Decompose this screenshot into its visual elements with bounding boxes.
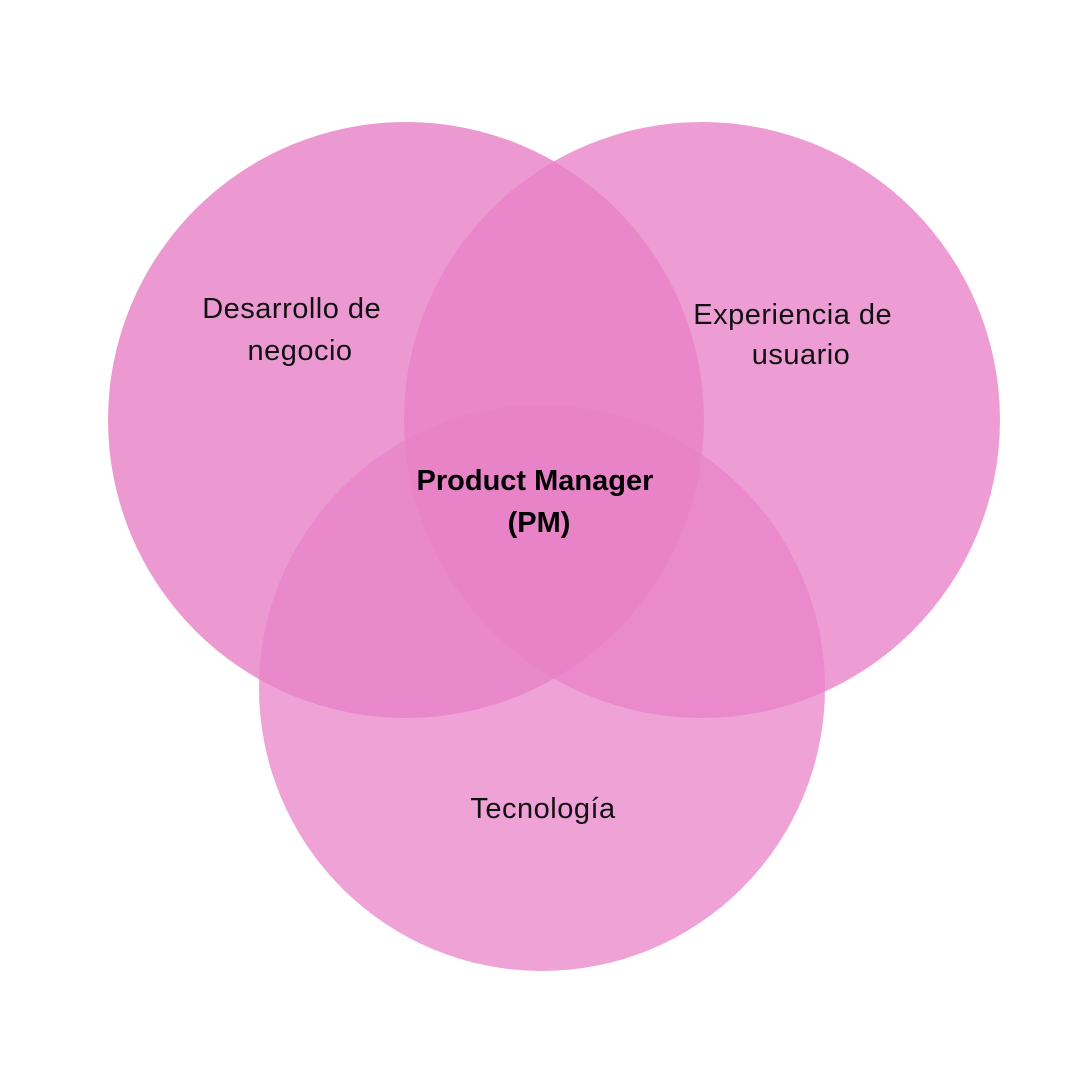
label-ux: Experiencia de usuario	[693, 299, 900, 371]
label-business: Desarrollo de negocio	[202, 293, 390, 367]
label-tech: Tecnología	[470, 793, 616, 825]
label-business-line-2: negocio	[247, 335, 352, 367]
label-business-line-1: Desarrollo de	[202, 293, 381, 325]
label-center-line-1: Product Manager	[417, 465, 654, 497]
label-tech-line-1: Tecnología	[470, 793, 616, 825]
label-ux-line-2: usuario	[752, 339, 851, 371]
circle-tech	[259, 405, 825, 971]
label-center-line-2: (PM)	[508, 507, 571, 539]
label-ux-line-1: Experiencia de	[693, 299, 892, 331]
label-center: Product Manager (PM)	[417, 465, 662, 539]
